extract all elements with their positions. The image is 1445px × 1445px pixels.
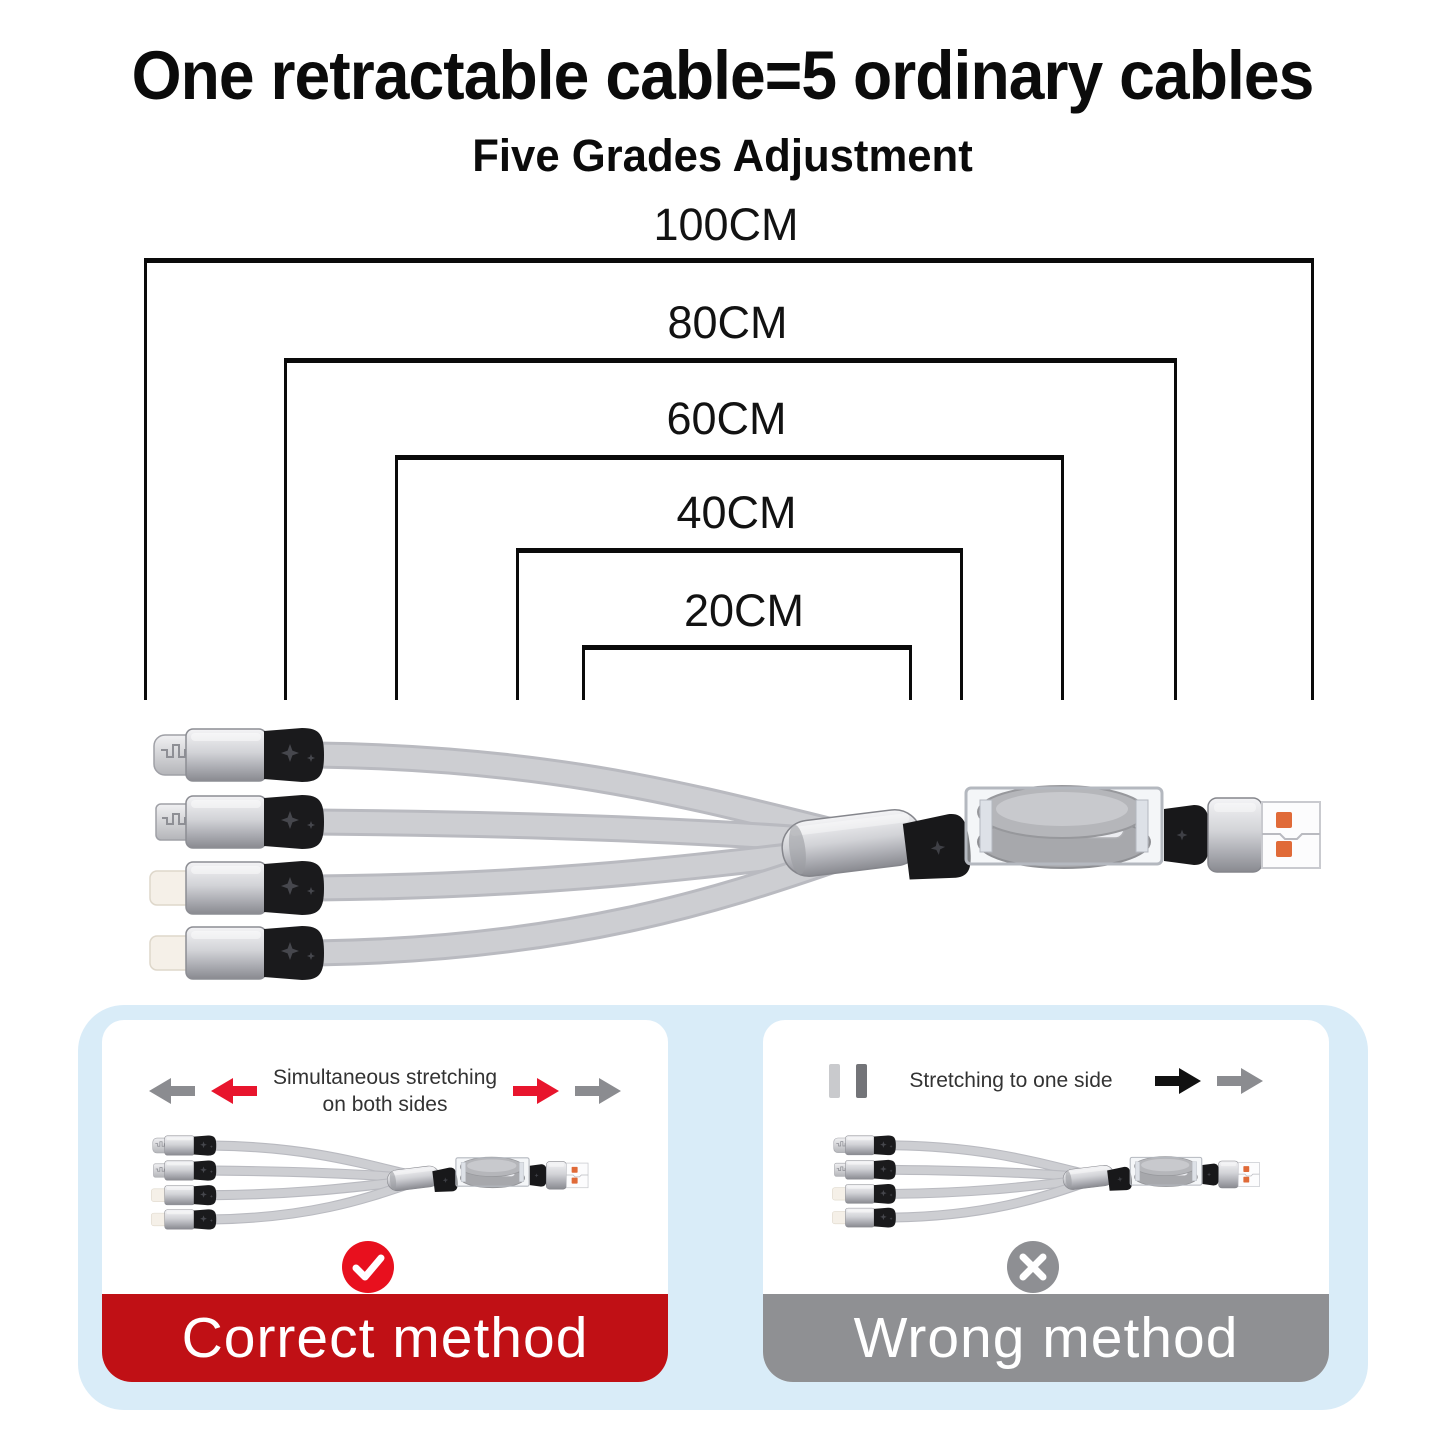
wrong-method-banner: Wrong method: [763, 1294, 1329, 1382]
grade-bracket-80cm: [284, 358, 1177, 700]
correct-method-panel: Simultaneous stretching on both sides Co…: [102, 1020, 668, 1382]
grade-bracket-20cm: [582, 645, 912, 700]
correct-method-banner: Correct method: [102, 1294, 668, 1382]
page-subtitle: Five Grades Adjustment: [472, 130, 973, 181]
grade-bracket-60cm: [395, 455, 1064, 700]
grade-bracket-40cm: [516, 548, 963, 700]
wrong-caption: Stretching to one side: [909, 1069, 1113, 1093]
correct-caption-line1: Simultaneous stretching: [272, 1066, 498, 1089]
correct-caption-line2: on both sides: [322, 1093, 448, 1117]
arrow-left-red-icon: [210, 1078, 257, 1105]
grade-bracket-100cm: [144, 258, 1314, 700]
arrow-right-gray-icon: [575, 1078, 622, 1105]
arrow-right-gray-icon: [1216, 1068, 1263, 1094]
cross-circle-icon: [1007, 1241, 1059, 1293]
mini-cable-image-correct: [143, 1125, 615, 1237]
wrong-caption-row: Stretching to one side: [763, 1064, 1329, 1098]
check-circle-icon: [342, 1241, 394, 1293]
mini-cable-image-wrong: [825, 1125, 1285, 1235]
retractable-cable-photo: [130, 700, 1390, 1000]
pause-bar-light-icon: [829, 1064, 841, 1098]
arrow-left-gray-icon: [148, 1078, 195, 1105]
wrong-method-panel: Stretching to one side Wrong method: [763, 1020, 1329, 1382]
grade-label-20cm: 20CM: [683, 585, 805, 636]
grade-label-80cm: 80CM: [667, 297, 788, 348]
arrow-right-red-icon: [513, 1078, 560, 1105]
grade-label-40cm: 40CM: [676, 487, 797, 538]
correct-caption-row: Simultaneous stretching on both sides: [102, 1064, 668, 1119]
arrow-right-black-icon: [1154, 1068, 1201, 1094]
grade-label-60cm: 60CM: [666, 393, 787, 444]
grade-label-100cm: 100CM: [653, 199, 799, 250]
page-title: One retractable cable=5 ordinary cables: [131, 37, 1315, 114]
correct-caption: Simultaneous stretching on both sides: [273, 1064, 497, 1119]
pause-bar-dark-icon: [856, 1064, 868, 1098]
